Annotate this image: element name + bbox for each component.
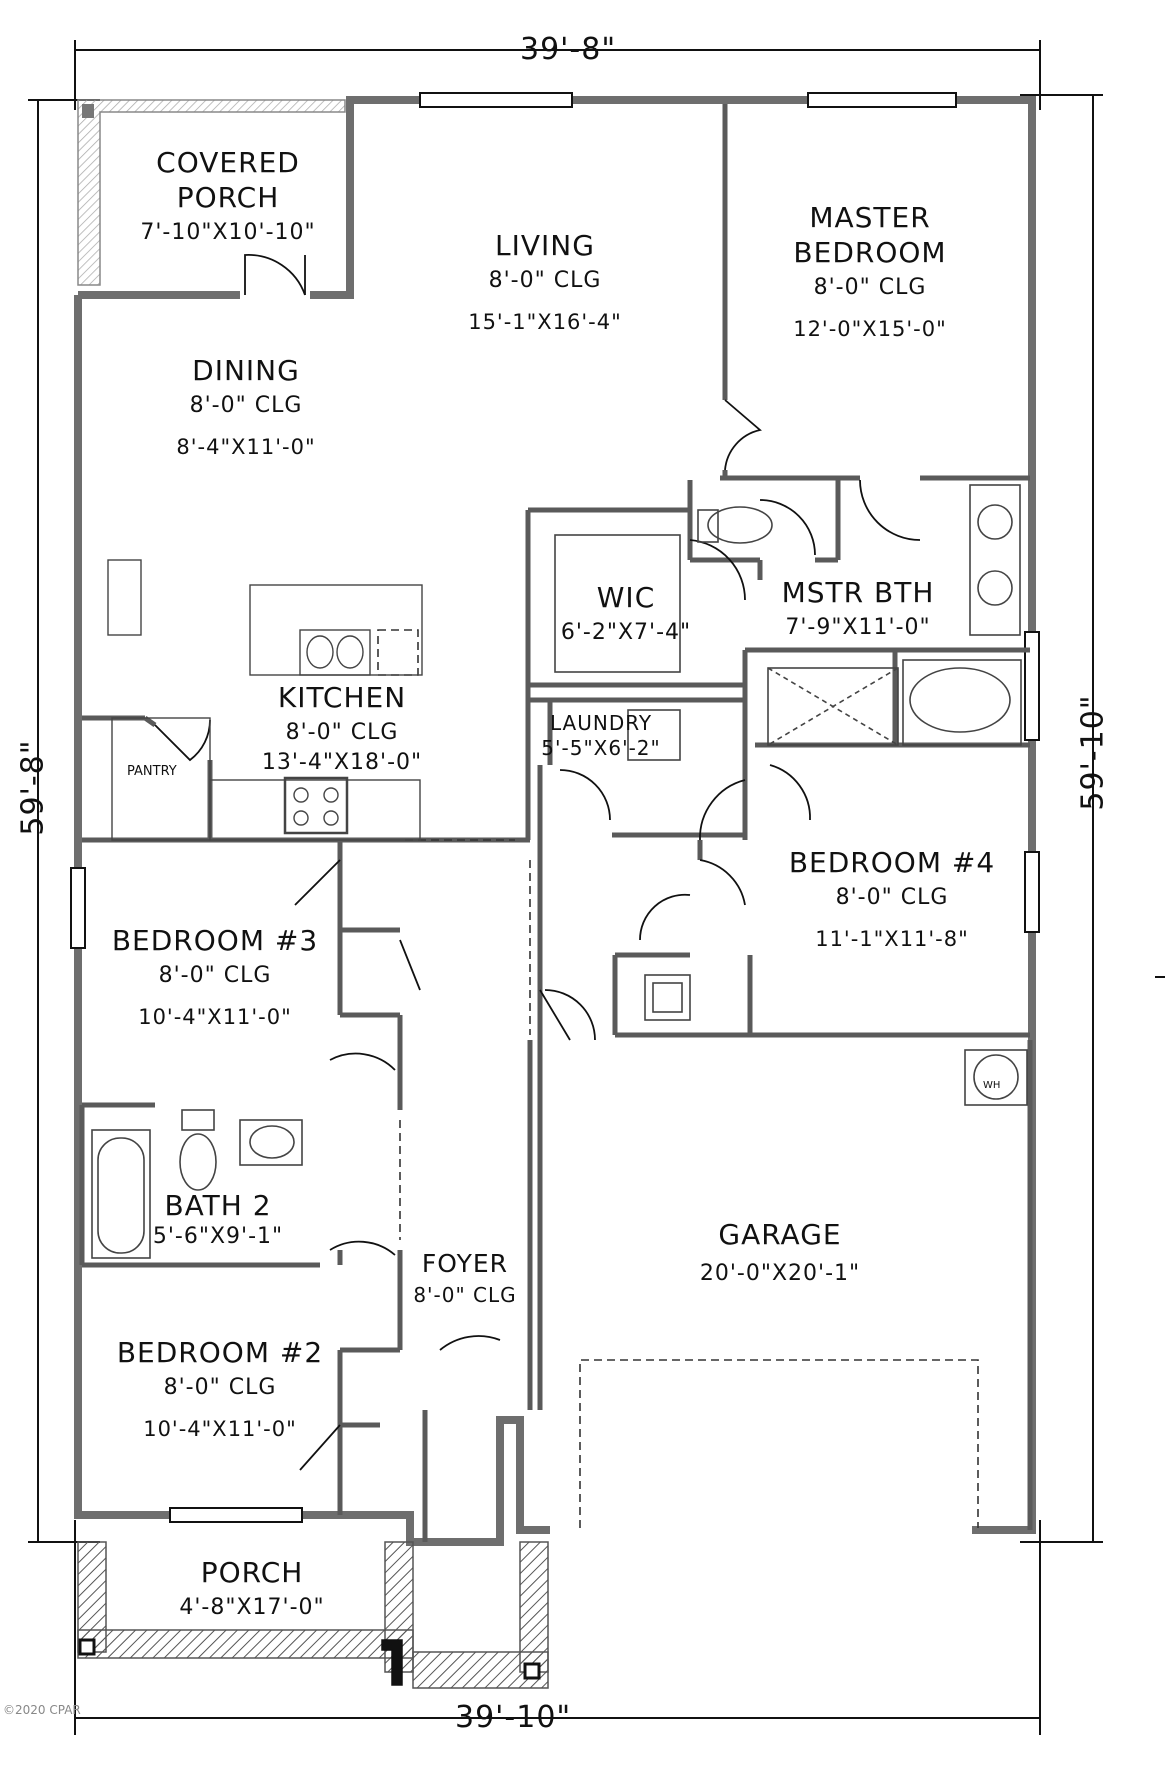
bedroom-3-label: BEDROOM #3 8'-0" CLG 10'-4"X11'-0" (112, 923, 318, 1030)
bottom-dimension: 39'-10" (455, 1700, 572, 1735)
foyer-label: FOYER 8'-0" CLG (413, 1248, 516, 1308)
master-bedroom-name-1: MASTER (809, 201, 931, 234)
porch-label: PORCH 4'-8"X17'-0" (179, 1555, 324, 1622)
kitchen-size: 13'-4"X18'-0" (261, 749, 423, 775)
bedroom-3-size: 10'-4"X11'-0" (138, 1004, 292, 1029)
wic-label: WIC 6'-2"X7'-4" (561, 580, 691, 647)
right-dimension: 59'-10" (1075, 694, 1111, 811)
bedroom-4-label: BEDROOM #4 8'-0" CLG 11'-1"X11'-8" (789, 845, 995, 952)
living-name: LIVING (495, 229, 595, 262)
kitchen-name: KITCHEN (277, 681, 407, 714)
interior-walls (79, 104, 1033, 1542)
garage-label: GARAGE 20'-0"X20'-1" (700, 1217, 860, 1288)
covered-porch-frame (77, 99, 346, 286)
living-label: LIVING 8'-0" CLG 15'-1"X16'-4" (468, 228, 622, 335)
master-bedroom-label: MASTER BEDROOM 8'-0" CLG 12'-0"X15'-0" (793, 200, 947, 342)
wic-size: 6'-2"X7'-4" (560, 620, 692, 645)
covered-porch-label: COVERED PORCH 7'-10"X10'-10" (140, 145, 315, 247)
kitchen-label: KITCHEN 8'-0" CLG 13'-4"X18'-0" (262, 680, 422, 776)
garage-size: 20'-0"X20'-1" (699, 1261, 861, 1286)
dining-size: 8'-4"X11'-0" (176, 434, 316, 459)
bedroom-3-ceiling: 8'-0" CLG (158, 963, 272, 988)
pantry-label: PANTRY (127, 764, 177, 779)
covered-porch-size: 7'-10"X10'-10" (140, 220, 316, 245)
top-dimension: 39'-8" (520, 32, 617, 67)
left-dimension: 59'-8" (15, 739, 51, 836)
wic-name: WIC (596, 581, 656, 614)
dining-name: DINING (192, 354, 300, 387)
bedroom-3-name: BEDROOM #3 (111, 924, 319, 957)
master-bath-size: 7'-9"X11'-0" (785, 615, 931, 640)
bedroom-2-name: BEDROOM #2 (116, 1336, 324, 1369)
dining-ceiling: 8'-0" CLG (189, 393, 303, 418)
covered-porch-name-2: PORCH (176, 181, 280, 214)
porch-size: 4'-8"X17'-0" (179, 1595, 325, 1620)
bedroom-4-size: 11'-1"X11'-8" (815, 926, 969, 951)
foyer-ceiling: 8'-0" CLG (413, 1283, 517, 1308)
master-bedroom-name-2: BEDROOM (793, 236, 947, 269)
door-swings (154, 254, 921, 1471)
bath-fixtures (91, 484, 1028, 1259)
front-porch (77, 1541, 549, 1689)
laundry-size: 5'-5"X6'-2" (541, 736, 661, 760)
watermark: ©2020 CPAR (3, 1703, 81, 1717)
laundry-name: LAUNDRY (549, 711, 653, 735)
bath-2-label: BATH 2 5'-6"X9'-1" (153, 1188, 283, 1251)
bedroom-2-ceiling: 8'-0" CLG (163, 1375, 277, 1400)
garage-name: GARAGE (718, 1218, 842, 1251)
master-bedroom-size: 12'-0"X15'-0" (793, 316, 947, 341)
bedroom-4-ceiling: 8'-0" CLG (835, 885, 949, 910)
bedroom-2-label: BEDROOM #2 8'-0" CLG 10'-4"X11'-0" (117, 1335, 323, 1442)
bedroom-4-name: BEDROOM #4 (788, 846, 996, 879)
master-bath-name: MSTR BTH (781, 576, 935, 609)
bath-2-size: 5'-6"X9'-1" (152, 1224, 284, 1249)
foyer-name: FOYER (421, 1249, 509, 1278)
bath-2-name: BATH 2 (164, 1189, 272, 1222)
laundry-label: LAUNDRY 5'-5"X6'-2" (541, 707, 660, 761)
windows (70, 92, 1040, 1523)
kitchen-fixtures (107, 559, 423, 841)
porch-name: PORCH (200, 1556, 304, 1589)
living-ceiling: 8'-0" CLG (488, 268, 602, 293)
water-heater-label: WH (983, 1080, 1001, 1091)
covered-porch-name-1: COVERED (156, 146, 300, 179)
master-bath-label: MSTR BTH 7'-9"X11'-0" (782, 575, 935, 642)
dimension-lines (28, 40, 1165, 1735)
master-bedroom-ceiling: 8'-0" CLG (813, 275, 927, 300)
dashed-lines (377, 629, 979, 1528)
kitchen-ceiling: 8'-0" CLG (285, 720, 399, 745)
living-size: 15'-1"X16'-4" (468, 309, 622, 334)
bedroom-2-size: 10'-4"X11'-0" (143, 1416, 297, 1441)
dining-label: DINING 8'-0" CLG 8'-4"X11'-0" (176, 353, 315, 460)
